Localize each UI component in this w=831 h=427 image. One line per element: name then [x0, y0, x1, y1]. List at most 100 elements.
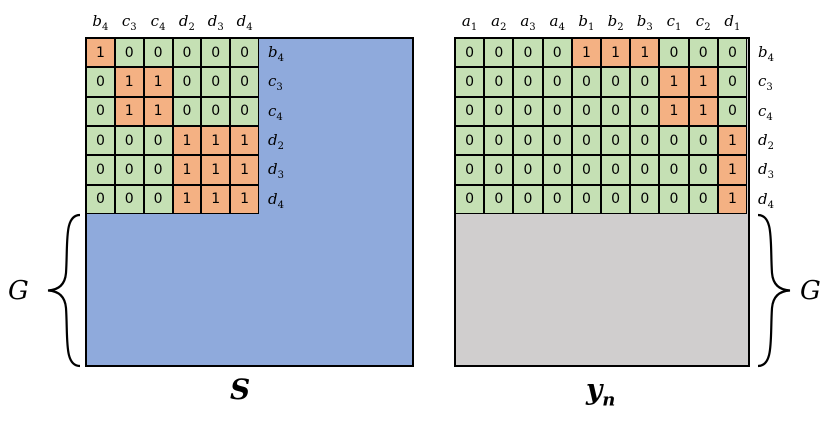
yn-cell: 0 — [717, 96, 747, 126]
yn-cell: 0 — [601, 67, 631, 97]
s-cell: 1 — [143, 67, 173, 97]
yn-cell: 1 — [717, 184, 747, 214]
s-cell: 0 — [172, 96, 202, 126]
yn-cell: 0 — [601, 126, 631, 156]
s-cell: 0 — [201, 38, 231, 68]
s-cell: 1 — [172, 126, 202, 156]
yn-cell: 0 — [571, 184, 601, 214]
s-matrix-title: S — [230, 373, 251, 406]
yn-col-label: c2 — [695, 12, 711, 33]
yn-cell: 0 — [630, 96, 660, 126]
yn-cell: 0 — [542, 126, 572, 156]
yn-cell: 0 — [630, 184, 660, 214]
yn-col-label: c1 — [666, 12, 682, 33]
yn-cell: 1 — [717, 126, 747, 156]
s-col-label: d3 — [207, 12, 224, 33]
yn-cell: 1 — [717, 155, 747, 185]
s-cell: 0 — [143, 38, 173, 68]
s-cell: 0 — [172, 38, 202, 68]
yn-col-label: b3 — [636, 12, 653, 33]
yn-cell: 0 — [542, 38, 572, 68]
yn-cell: 0 — [601, 184, 631, 214]
yn-cell: 1 — [659, 96, 689, 126]
s-cell: 1 — [201, 126, 231, 156]
s-cell: 0 — [114, 155, 144, 185]
yn-cell: 0 — [601, 96, 631, 126]
yn-cell: 0 — [455, 155, 485, 185]
yn-cell: 0 — [484, 38, 514, 68]
yn-cell: 1 — [688, 96, 718, 126]
yn-row-label: c3 — [758, 72, 773, 94]
s-cell: 0 — [114, 126, 144, 156]
s-row-label: b4 — [268, 43, 284, 64]
yn-cell: 0 — [513, 126, 543, 156]
yn-cell: 0 — [542, 184, 572, 214]
yn-cell: 0 — [630, 67, 660, 97]
s-cell: 1 — [201, 184, 231, 214]
yn-cell: 0 — [484, 96, 514, 126]
yn-cell: 0 — [542, 67, 572, 97]
yn-col-label: a2 — [491, 12, 507, 33]
s-cell: 0 — [114, 184, 144, 214]
yn-cell: 0 — [688, 184, 718, 214]
yn-cell: 0 — [688, 38, 718, 68]
s-row-label: d3 — [268, 160, 284, 182]
yn-cell: 0 — [630, 155, 660, 185]
yn-cell: 0 — [513, 155, 543, 185]
yn-cell: 0 — [542, 96, 572, 126]
yn-row-label: d3 — [758, 160, 774, 182]
yn-cell: 1 — [571, 38, 601, 68]
s-col-label: b4 — [92, 12, 109, 33]
yn-col-label: a3 — [520, 12, 536, 33]
yn-cell: 0 — [484, 184, 514, 214]
s-col-label: d4 — [236, 12, 253, 33]
yn-cell: 0 — [601, 155, 631, 185]
yn-col-label: a1 — [461, 12, 478, 33]
s-cell: 0 — [86, 184, 115, 214]
yn-row-label: d4 — [758, 189, 774, 211]
s-row-label: c3 — [268, 72, 283, 94]
s-cell: 0 — [201, 67, 231, 97]
s-cell: 0 — [86, 67, 115, 97]
s-cell: 0 — [86, 155, 115, 185]
s-cell: 0 — [86, 96, 115, 126]
yn-cell: 0 — [484, 67, 514, 97]
yn-col-label: d1 — [724, 12, 741, 33]
s-cell: 0 — [143, 126, 173, 156]
s-row-label: c4 — [268, 101, 283, 123]
s-cell: 0 — [114, 38, 144, 68]
s-cell: 0 — [201, 96, 231, 126]
yn-cell: 0 — [659, 155, 689, 185]
yn-cell: 0 — [659, 38, 689, 68]
s-cell: 1 — [86, 38, 115, 68]
yn-cell: 0 — [455, 38, 485, 68]
yn-matrix-title: yn — [586, 373, 616, 411]
yn-cell: 0 — [484, 155, 514, 185]
yn-row-label: d2 — [758, 131, 774, 152]
s-col-label: d2 — [178, 12, 195, 33]
s-cell: 1 — [230, 155, 259, 185]
yn-col-label: b2 — [607, 12, 624, 33]
yn-cell: 0 — [542, 155, 572, 185]
yn-row-label: b4 — [758, 43, 774, 64]
s-cell: 1 — [230, 184, 259, 214]
s-col-label: c4 — [150, 12, 166, 33]
right-group-label: G — [800, 276, 821, 306]
yn-cell: 0 — [455, 184, 485, 214]
yn-cell: 0 — [571, 67, 601, 97]
s-cell: 1 — [114, 96, 144, 126]
s-cell: 1 — [114, 67, 144, 97]
yn-cell: 0 — [659, 184, 689, 214]
yn-cell: 0 — [455, 67, 485, 97]
s-row-label: d2 — [268, 131, 284, 152]
s-cell: 1 — [143, 96, 173, 126]
yn-cell: 0 — [455, 96, 485, 126]
yn-cell: 1 — [688, 67, 718, 97]
yn-col-label: a4 — [549, 12, 565, 33]
yn-cell: 0 — [484, 126, 514, 156]
yn-cell: 1 — [630, 38, 660, 68]
right-group-brace — [757, 213, 791, 368]
yn-row-label: c4 — [758, 101, 773, 123]
yn-cell: 0 — [455, 126, 485, 156]
